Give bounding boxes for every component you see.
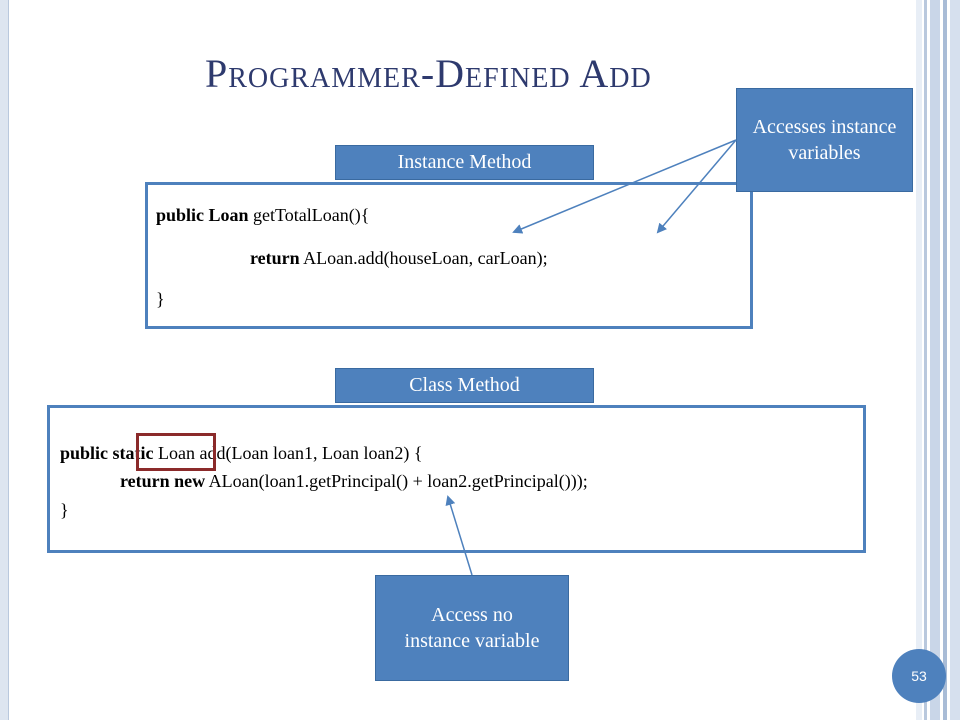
instance-signature-keywords: public Loan bbox=[156, 205, 249, 225]
class-static-keyword: static bbox=[112, 443, 154, 463]
class-public-keyword: public bbox=[60, 443, 109, 463]
instance-return-text: ALoan.add(houseLoan, carLoan); bbox=[299, 248, 548, 268]
instance-code-line-1: public Loan getTotalLoan(){ bbox=[156, 205, 369, 226]
static-highlight-box bbox=[136, 433, 216, 471]
page-number-badge: 53 bbox=[892, 649, 946, 703]
class-return-text: ALoan(loan1.getPrincipal() + loan2.getPr… bbox=[205, 471, 588, 491]
class-signature-text: Loan add(Loan loan1, Loan loan2) { bbox=[153, 443, 423, 463]
right-decor-bars bbox=[916, 0, 960, 720]
instance-method-code: public Loan getTotalLoan(){ return ALoan… bbox=[145, 182, 753, 329]
class-return-keywords: return new bbox=[120, 471, 206, 491]
callout-no-instance: Access no instance variable bbox=[375, 575, 569, 681]
instance-code-line-2: return ALoan.add(houseLoan, carLoan); bbox=[250, 248, 548, 269]
instance-return-keyword: return bbox=[250, 248, 300, 268]
class-method-code: public static Loan add(Loan loan1, Loan … bbox=[47, 405, 866, 553]
class-code-line-1: public static Loan add(Loan loan1, Loan … bbox=[60, 443, 423, 464]
arrow-to-house-loan bbox=[512, 139, 737, 234]
class-method-label: Class Method bbox=[335, 368, 594, 403]
class-code-line-2: return new ALoan(loan1.getPrincipal() + … bbox=[120, 471, 588, 492]
arrow-to-car-loan bbox=[656, 139, 737, 234]
callout-accesses-instance: Accesses instance variables bbox=[736, 88, 913, 192]
slide-title: Programmer-Defined Add bbox=[205, 51, 652, 96]
instance-code-line-3: } bbox=[156, 289, 165, 309]
instance-signature-text: getTotalLoan(){ bbox=[248, 205, 370, 225]
arrow-to-get-principal bbox=[445, 495, 473, 576]
left-decor-bar bbox=[0, 0, 9, 720]
class-code-line-3: } bbox=[60, 500, 69, 520]
instance-method-label: Instance Method bbox=[335, 145, 594, 180]
